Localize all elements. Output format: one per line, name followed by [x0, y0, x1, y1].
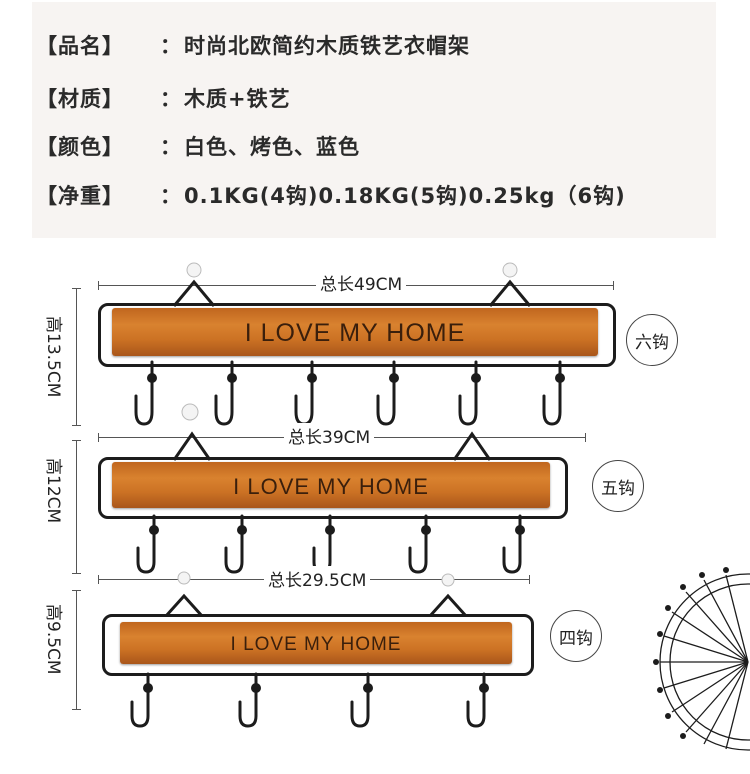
wood-board: I LOVE MY HOME: [120, 622, 512, 664]
metal-frame: [98, 457, 568, 519]
board-text: I LOVE MY HOME: [233, 474, 429, 499]
spec-name-row: 【品名】 ：时尚北欧简约木质铁艺衣帽架: [36, 30, 470, 60]
length-label: 总长29.5CM: [264, 566, 371, 591]
spec-label: 【材质】: [36, 87, 124, 111]
board-text: I LOVE MY HOME: [244, 319, 466, 347]
length-label: 总长49CM: [316, 270, 407, 295]
length-label: 总长39CM: [284, 423, 375, 448]
hook-count-badge: 五钩: [592, 460, 644, 512]
ferris-wheel-icon: [653, 567, 750, 751]
height-dimension-line: [72, 440, 81, 574]
spec-separator: ：: [160, 135, 182, 159]
spec-value: 白色、烤色、蓝色: [184, 135, 360, 159]
height-dimension-line: [72, 590, 81, 710]
spec-separator: ：: [160, 34, 182, 58]
spec-label: 【品名】: [36, 34, 124, 58]
wood-board: I LOVE MY HOME: [112, 462, 550, 508]
spec-label: 【净重】: [36, 184, 124, 208]
spec-material-row: 【材质】 ：木质+铁艺: [36, 83, 291, 113]
metal-frame: [102, 614, 534, 676]
board-text: I LOVE MY HOME: [230, 634, 402, 655]
spec-value: 0.1KG(4钩)0.18KG(5钩)0.25kg（6钩): [184, 184, 626, 208]
spec-label: 【颜色】: [36, 135, 124, 159]
wood-board: I LOVE MY HOME: [112, 308, 598, 356]
height-dimension-line: [72, 288, 81, 426]
spec-separator: ：: [160, 184, 182, 208]
spec-weight-row: 【净重】 ：0.1KG(4钩)0.18KG(5钩)0.25kg（6钩): [36, 180, 626, 210]
spec-value: 时尚北欧简约木质铁艺衣帽架: [184, 34, 470, 58]
spec-value: 木质+铁艺: [184, 87, 291, 111]
spec-color-row: 【颜色】 ：白色、烤色、蓝色: [36, 131, 360, 161]
spec-separator: ：: [160, 87, 182, 111]
spec-panel: [32, 2, 716, 238]
metal-frame: [98, 303, 616, 367]
hook-count-badge: 四钩: [550, 610, 602, 662]
hook-count-badge: 六钩: [626, 314, 678, 366]
